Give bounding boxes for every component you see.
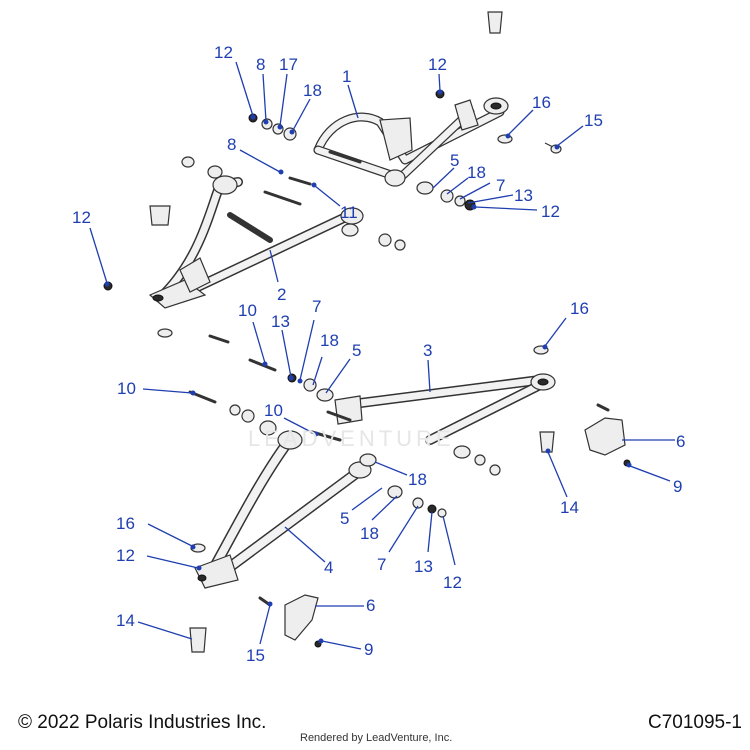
callout-7[interactable]: 7 xyxy=(496,176,505,195)
callout-6[interactable]: 6 xyxy=(366,596,375,615)
callout-12[interactable]: 12 xyxy=(72,208,91,227)
callout-18[interactable]: 18 xyxy=(320,331,339,350)
callout-13[interactable]: 13 xyxy=(514,186,533,205)
callout-9[interactable]: 9 xyxy=(364,640,373,659)
callout-15[interactable]: 15 xyxy=(246,646,265,665)
diagram-code: C701095-1 xyxy=(647,712,742,733)
lower-a-arm-rear[interactable] xyxy=(334,373,556,445)
callout-9[interactable]: 9 xyxy=(673,477,682,496)
callout-3[interactable]: 3 xyxy=(423,341,432,360)
callout-18[interactable]: 18 xyxy=(360,524,379,543)
callout-18[interactable]: 18 xyxy=(467,163,486,182)
callout-18[interactable]: 18 xyxy=(408,470,427,489)
callout-5[interactable]: 5 xyxy=(450,151,459,170)
callout-4[interactable]: 4 xyxy=(324,558,333,577)
callout-8[interactable]: 8 xyxy=(256,55,265,74)
callout-10[interactable]: 10 xyxy=(264,401,283,420)
upper-hardware xyxy=(103,11,562,344)
rendered-by-text: Rendered by LeadVenture, Inc. xyxy=(300,732,453,744)
callout-12[interactable]: 12 xyxy=(443,573,462,592)
lower-a-arm-front[interactable] xyxy=(194,430,372,589)
callout-13[interactable]: 13 xyxy=(271,312,290,331)
callout-7[interactable]: 7 xyxy=(377,555,386,574)
callout-14[interactable]: 14 xyxy=(116,611,135,630)
callout-12[interactable]: 12 xyxy=(428,55,447,74)
callout-16[interactable]: 16 xyxy=(116,514,135,533)
callout-14[interactable]: 14 xyxy=(560,498,579,517)
copyright-text: © 2022 Polaris Industries Inc. xyxy=(18,712,267,733)
callout-18[interactable]: 18 xyxy=(303,81,322,100)
callout-7[interactable]: 7 xyxy=(312,297,321,316)
callout-8[interactable]: 8 xyxy=(227,135,236,154)
callout-12[interactable]: 12 xyxy=(214,43,233,62)
callout-labels: 12 8 17 18 1 12 16 15 8 5 18 7 13 12 11 … xyxy=(72,43,685,665)
callout-13[interactable]: 13 xyxy=(414,557,433,576)
callout-6[interactable]: 6 xyxy=(676,432,685,451)
watermark: LEADVENTURE xyxy=(248,426,455,451)
lower-hardware xyxy=(188,345,631,653)
callout-5[interactable]: 5 xyxy=(340,509,349,528)
callout-2[interactable]: 2 xyxy=(277,285,286,304)
callout-17[interactable]: 17 xyxy=(279,55,298,74)
upper-a-arm-front[interactable] xyxy=(148,175,364,309)
callout-15[interactable]: 15 xyxy=(584,111,603,130)
callout-16[interactable]: 16 xyxy=(532,93,551,112)
callout-10[interactable]: 10 xyxy=(117,379,136,398)
callout-12[interactable]: 12 xyxy=(541,202,560,221)
leader-lines xyxy=(89,61,675,650)
callout-10[interactable]: 10 xyxy=(238,301,257,320)
callout-16[interactable]: 16 xyxy=(570,299,589,318)
callout-5[interactable]: 5 xyxy=(352,341,361,360)
callout-11[interactable]: 11 xyxy=(340,203,358,222)
callout-12[interactable]: 12 xyxy=(116,546,135,565)
callout-1[interactable]: 1 xyxy=(342,67,351,86)
